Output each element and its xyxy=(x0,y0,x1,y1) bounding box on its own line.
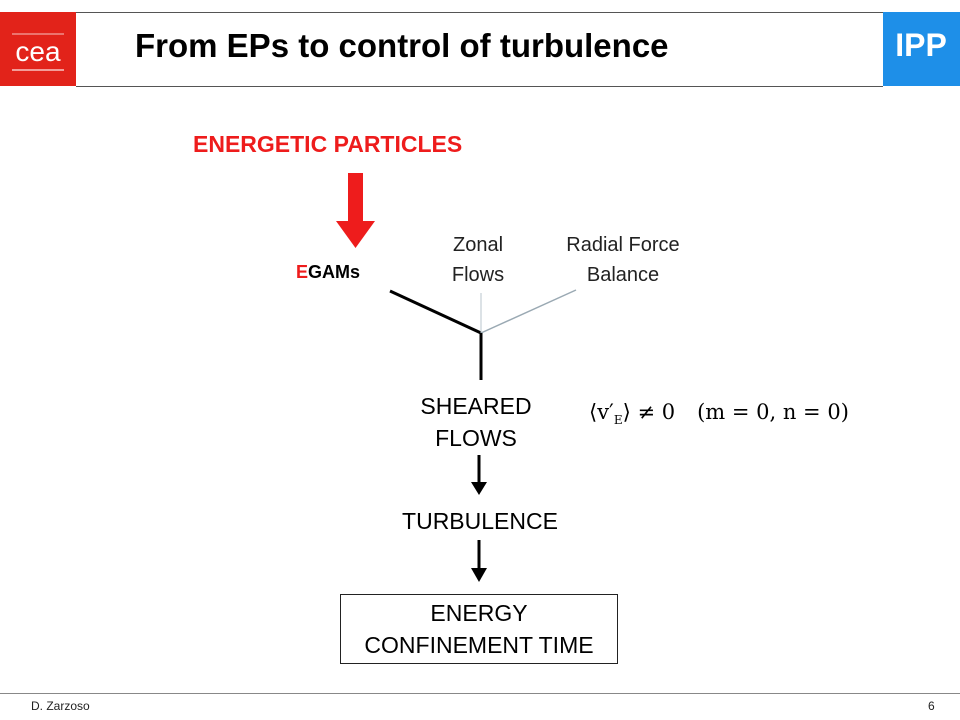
arrow-to-confinement xyxy=(471,540,487,582)
header-top-rule xyxy=(76,12,883,13)
egams-label: EGAMs xyxy=(296,262,360,283)
footer-page-number: 6 xyxy=(928,699,935,713)
radial-force-line1: Radial Force xyxy=(566,234,680,256)
shear-equation: ⟨v′E⟩ ≠ 0 (m = 0, n = 0) xyxy=(589,400,849,427)
sheared-line2: FLOWS xyxy=(435,425,517,451)
equation-mid: ⟩ ≠ 0 xyxy=(622,400,676,424)
radial-force-line2: Balance xyxy=(586,264,660,286)
zonal-flows-line1: Zonal xyxy=(452,234,504,256)
cea-logo-text: cea xyxy=(15,36,61,67)
arrow-to-turbulence xyxy=(471,455,487,495)
confinement-line1: ENERGY xyxy=(430,600,528,626)
equation-left: ⟨v′ xyxy=(589,400,614,424)
sheared-line1: SHEARED xyxy=(420,393,532,419)
red-down-arrow xyxy=(336,173,375,248)
equation-right: (m = 0, n = 0) xyxy=(697,400,849,424)
egams-branch-line xyxy=(389,289,482,335)
footer-author: D. Zarzoso xyxy=(31,699,90,713)
ipp-logo: IPP xyxy=(883,12,960,86)
slide-title: From EPs to control of turbulence xyxy=(135,27,669,64)
egams-suffix: GAMs xyxy=(308,262,361,282)
ipp-logo-text: IPP xyxy=(895,27,947,63)
zonal-flows-line2: Flows xyxy=(451,264,505,286)
zonal-flows-label: Zonal Flows xyxy=(428,230,528,290)
energetic-particles-label: ENERGETIC PARTICLES xyxy=(193,131,463,157)
egams-prefix: E xyxy=(296,262,309,282)
equation-sub: E xyxy=(613,413,623,428)
confinement-line2: CONFINEMENT TIME xyxy=(364,632,594,658)
turbulence-label: TURBULENCE xyxy=(402,508,558,534)
cea-logo: cea xyxy=(0,12,76,86)
radial-force-label: Radial Force Balance xyxy=(548,230,698,290)
confinement-box: ENERGY CONFINEMENT TIME xyxy=(340,594,618,664)
header-bottom-rule xyxy=(76,86,883,87)
radial-branch-line xyxy=(480,289,577,334)
sheared-flows-label: SHEARED FLOWS xyxy=(396,390,556,454)
footer-rule xyxy=(0,693,960,694)
